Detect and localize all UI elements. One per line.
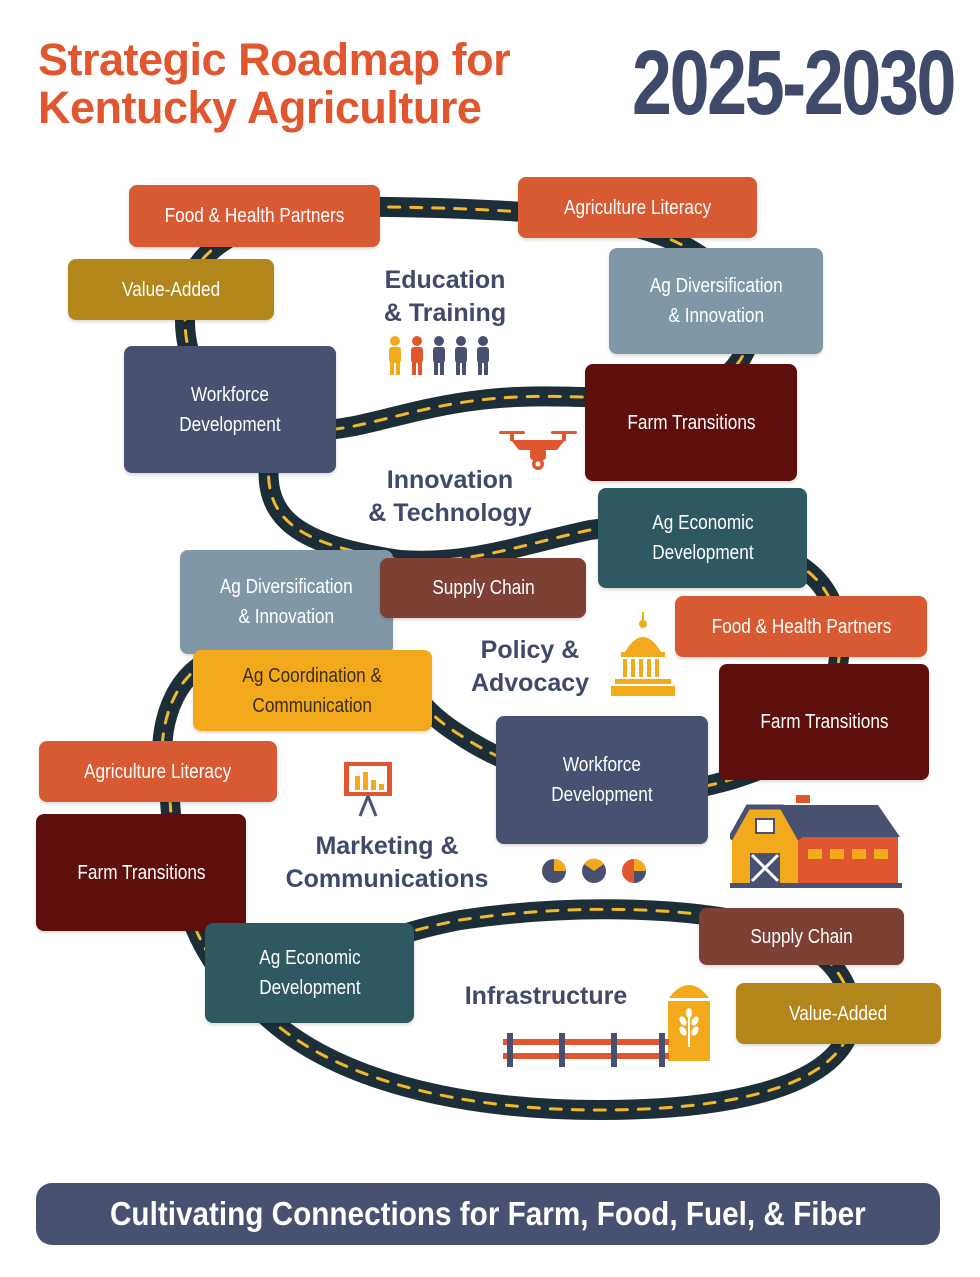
theme-innovation-label: Innovation & Technology [368, 466, 532, 527]
theme-policy-label: Policy & Advocacy [470, 636, 590, 697]
fence-icon [503, 1033, 669, 1067]
box-label: Ag Economic Development [651, 512, 754, 564]
capitol-icon [611, 612, 675, 696]
box-ag-coordination-communication: Ag Coordination & Communication [193, 650, 432, 731]
box-food-health-partners-1: Food & Health Partners [129, 185, 380, 247]
title-line-2: Kentucky Agriculture [38, 82, 482, 133]
box-ag-diversification-1: Ag Diversification & Innovation [609, 248, 823, 354]
box-label: Farm Transitions [626, 411, 756, 434]
box-label: Value-Added [789, 1002, 888, 1025]
box-label: Workforce Development [551, 754, 653, 806]
theme-marketing-label: Marketing & Communications [285, 832, 489, 893]
drone-icon [499, 431, 577, 470]
people-icon [389, 336, 489, 375]
box-ag-economic-development-2: Ag Economic Development [205, 923, 414, 1023]
footer-text: Cultivating Connections for Farm, Food, … [110, 1195, 866, 1232]
box-label: Ag Diversification & Innovation [649, 275, 783, 327]
box-ag-diversification-2: Ag Diversification & Innovation [180, 550, 393, 654]
page-title: Strategic Roadmap for Kentucky Agricultu… [38, 34, 511, 133]
box-label: Farm Transitions [76, 861, 206, 884]
title-line-1: Strategic Roadmap for [38, 34, 511, 85]
box-label: Agriculture Literacy [84, 760, 232, 783]
box-supply-chain-2: Supply Chain [699, 908, 904, 965]
theme-marketing-communications: Marketing & Communications [262, 830, 512, 896]
box-value-added-2: Value-Added [736, 983, 941, 1044]
silo-icon [668, 985, 710, 1061]
box-label: Farm Transitions [759, 711, 889, 733]
box-farm-transitions-1: Farm Transitions [585, 364, 797, 481]
box-label: Supply Chain [750, 925, 853, 948]
box-workforce-development-2: Workforce Development [496, 716, 708, 844]
theme-education-training: Education & Training [360, 264, 530, 330]
theme-policy-advocacy: Policy & Advocacy [455, 634, 605, 700]
presentation-icon [344, 762, 392, 817]
footer-banner: Cultivating Connections for Farm, Food, … [36, 1183, 940, 1245]
box-label: Food & Health Partners [164, 205, 345, 227]
box-agriculture-literacy-1: Agriculture Literacy [518, 177, 757, 238]
years-heading: 2025-2030 [632, 32, 956, 134]
box-label: Agriculture Literacy [563, 196, 712, 219]
box-label: Food & Health Partners [711, 615, 891, 638]
theme-education-label: Education & Training [383, 266, 507, 327]
box-agriculture-literacy-2: Agriculture Literacy [39, 741, 277, 802]
box-label: Ag Coordination & Communication [242, 664, 383, 717]
box-workforce-development-1: Workforce Development [124, 346, 336, 473]
pie-charts-icon [542, 858, 646, 883]
theme-infrastructure-label: Infrastructure [464, 982, 628, 1010]
box-label: Workforce Development [179, 383, 281, 436]
box-supply-chain-1: Supply Chain [380, 558, 586, 618]
box-label: Ag Diversification & Innovation [220, 576, 353, 628]
theme-innovation-technology: Innovation & Technology [345, 464, 555, 530]
box-farm-transitions-3: Farm Transitions [36, 814, 246, 931]
box-label: Value-Added [121, 278, 221, 301]
box-farm-transitions-2: Farm Transitions [719, 664, 929, 780]
box-value-added-1: Value-Added [68, 259, 274, 320]
box-label: Supply Chain [431, 577, 535, 599]
box-label: Ag Economic Development [258, 947, 361, 999]
theme-infrastructure: Infrastructure [446, 980, 646, 1013]
box-food-health-partners-2: Food & Health Partners [675, 596, 927, 657]
box-ag-economic-development-1: Ag Economic Development [598, 488, 807, 588]
barn-icon [730, 795, 902, 888]
